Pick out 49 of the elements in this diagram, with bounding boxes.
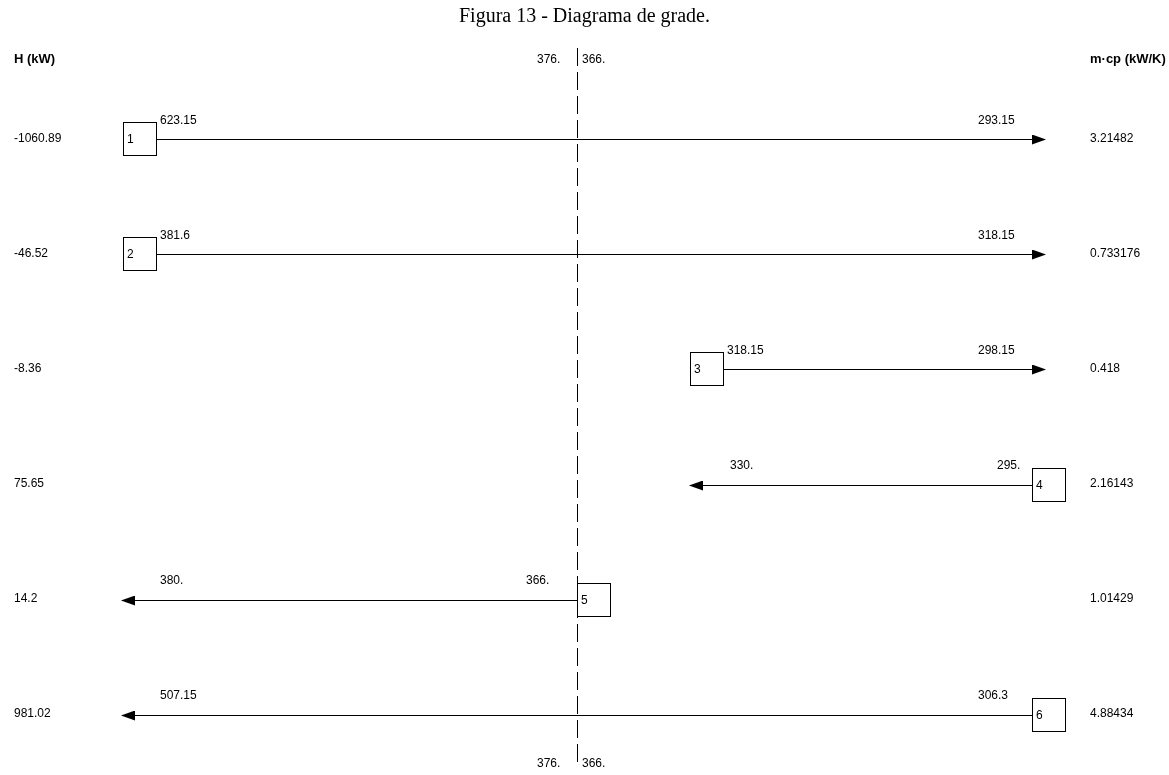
enthalpy-value: -8.36	[14, 361, 42, 375]
column-heading: H (kW)	[14, 52, 56, 66]
stream-arrow	[723, 364, 1046, 375]
heat-capacity-value: 3.21482	[1090, 131, 1134, 145]
pinch-temperature: 376.	[537, 756, 561, 770]
stream-arrow	[689, 480, 1033, 491]
stream-number: 6	[1036, 708, 1043, 722]
heat-capacity-value: 2.16143	[1090, 476, 1134, 490]
stream-box	[123, 122, 157, 156]
enthalpy-value: 75.65	[14, 476, 45, 490]
pinch-temperature: 376.	[537, 52, 561, 66]
stream-arrow	[121, 595, 578, 606]
enthalpy-value: -46.52	[14, 246, 49, 260]
figure-title: Figura 13 - Diagrama de grade.	[458, 3, 711, 28]
temperature-label: 298.15	[978, 343, 1015, 357]
stream-box	[1032, 468, 1066, 502]
enthalpy-value: 14.2	[14, 591, 38, 605]
column-heading: m·cp (kW/K)	[1090, 52, 1166, 66]
temperature-label: 381.6	[160, 228, 191, 242]
temperature-label: 380.	[160, 573, 184, 587]
temperature-label: 306.3	[978, 688, 1009, 702]
temperature-label: 295.	[997, 458, 1021, 472]
temperature-label: 318.15	[978, 228, 1015, 242]
temperature-label: 623.15	[160, 113, 197, 127]
heat-capacity-value: 4.88434	[1090, 706, 1134, 720]
temperature-label: 293.15	[978, 113, 1015, 127]
stream-box	[1032, 698, 1066, 732]
temperature-label: 366.	[526, 573, 550, 587]
temperature-label: 330.	[730, 458, 754, 472]
stream-box	[123, 237, 157, 271]
pinch-temperature: 366.	[582, 52, 606, 66]
stream-number: 1	[127, 132, 134, 146]
stream-number: 2	[127, 247, 134, 261]
stream-arrow	[156, 134, 1046, 145]
pinch-temperature: 366.	[582, 756, 606, 770]
stream-arrow	[121, 710, 1033, 721]
enthalpy-value: 981.02	[14, 706, 51, 720]
stream-box	[577, 583, 611, 617]
temperature-label: 318.15	[727, 343, 764, 357]
heat-capacity-value: 0.418	[1090, 361, 1121, 375]
stream-number: 5	[581, 593, 588, 607]
stream-number: 3	[694, 362, 701, 376]
temperature-label: 507.15	[160, 688, 197, 702]
stream-number: 4	[1036, 478, 1043, 492]
heat-capacity-value: 1.01429	[1090, 591, 1134, 605]
stream-arrow	[156, 249, 1046, 260]
enthalpy-value: -1060.89	[14, 131, 62, 145]
heat-capacity-value: 0.733176	[1090, 246, 1141, 260]
stream-box	[690, 352, 724, 386]
